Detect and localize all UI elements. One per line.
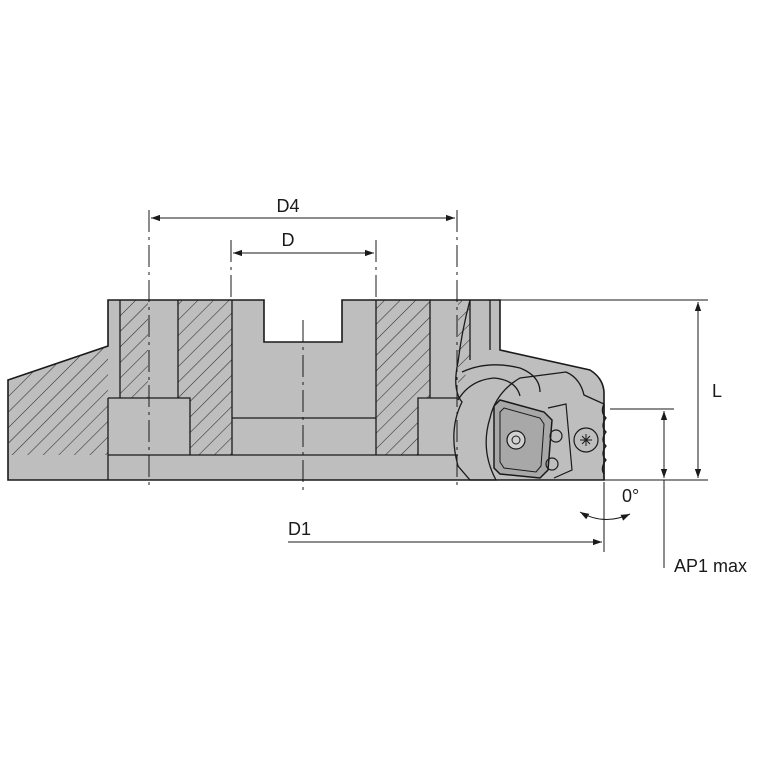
body-inner-lines: [107, 300, 491, 480]
l-label: L: [712, 381, 722, 401]
d4-label: D4: [276, 196, 299, 216]
hatched-right-inner: [376, 300, 430, 455]
angle-label: 0°: [622, 486, 639, 506]
hatched-right-web: [458, 300, 470, 400]
hatched-left-inner: [178, 300, 232, 455]
hatched-left-web: [120, 300, 148, 398]
cutter-body: [7, 299, 605, 481]
centerlines: [148, 210, 458, 490]
hatched-left-outer: [8, 346, 108, 455]
insert-pocket: [453, 299, 607, 481]
ap1-label: AP1 max: [674, 556, 747, 576]
angle-arc: [579, 511, 631, 521]
d1-label: D1: [288, 519, 311, 539]
d-label: D: [282, 230, 295, 250]
cutting-insert: [493, 399, 553, 479]
clamp-details: [545, 403, 599, 479]
